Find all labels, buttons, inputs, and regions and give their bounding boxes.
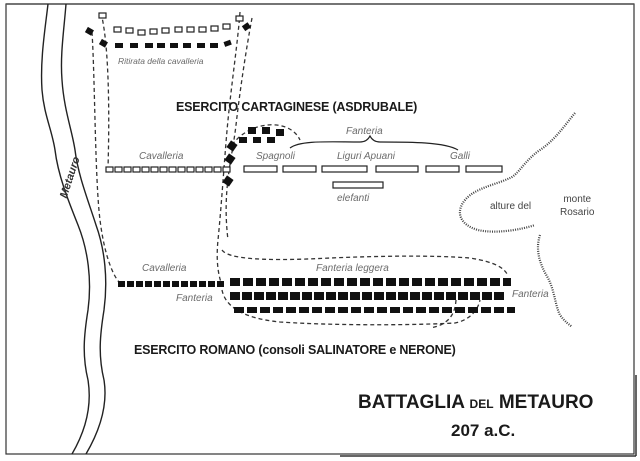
river-metauro [40,3,107,455]
carthaginian-army-heading: ESERCITO CARTAGINESE (ASDRUBALE) [176,100,418,114]
title-place-word: METAURO [498,392,594,413]
title-del-word: DEL [469,397,494,411]
elephants-block [332,181,384,189]
roman-infantry-right-label: Fanteria [512,289,549,300]
carthaginian-cavalry-retreat-paths [91,11,301,286]
roman-army-heading: ESERCITO ROMANO (consoli SALINATORE e NE… [134,343,456,357]
title-battle-word: BATTAGLIA [358,392,465,413]
retreating-cavalry-filled-row [84,22,251,48]
roman-maneuver-paths [221,249,509,329]
retreating-cavalry-hollow-row [98,12,244,36]
roman-light-infantry-label: Fanteria leggera [316,263,389,274]
title-box [340,375,637,457]
roman-infantry-row-3 [234,307,515,313]
unit-label-liguri-apuani: Liguri Apuani [337,151,396,162]
mountain-label-line2: Rosario [560,207,595,218]
carthaginian-cavalry-label: Cavalleria [139,151,184,162]
unit-label-galli: Galli [450,151,471,162]
carthaginian-infantry-label: Fanteria [346,126,383,137]
carthaginian-cavalry-line [105,166,231,173]
map-frame [5,3,635,455]
map-date: 207 a.C. [451,421,516,440]
roman-cavalry-line [118,281,224,287]
carthaginian-infantry-blocks [243,165,503,173]
mountain-label-line1: monte [563,194,592,205]
mountain-label: monte Rosario [560,193,594,219]
hills-monte-rosario [458,112,576,328]
roman-infantry-row-2 [230,292,504,300]
map-title: BATTAGLIA DEL METAURO [358,392,593,414]
roman-infantry-row-1 [230,278,511,286]
retreat-label: Ritirata della cavalleria [118,56,204,66]
infantry-brace [289,134,459,151]
roman-infantry-left-label: Fanteria [176,293,213,304]
heights-label: alture del [490,201,532,212]
elephants-label: elefanti [337,193,370,204]
unit-label-spagnoli: Spagnoli [256,151,295,162]
roman-cavalry-label: Cavalleria [142,263,187,274]
roman-flanking-units [222,127,284,187]
